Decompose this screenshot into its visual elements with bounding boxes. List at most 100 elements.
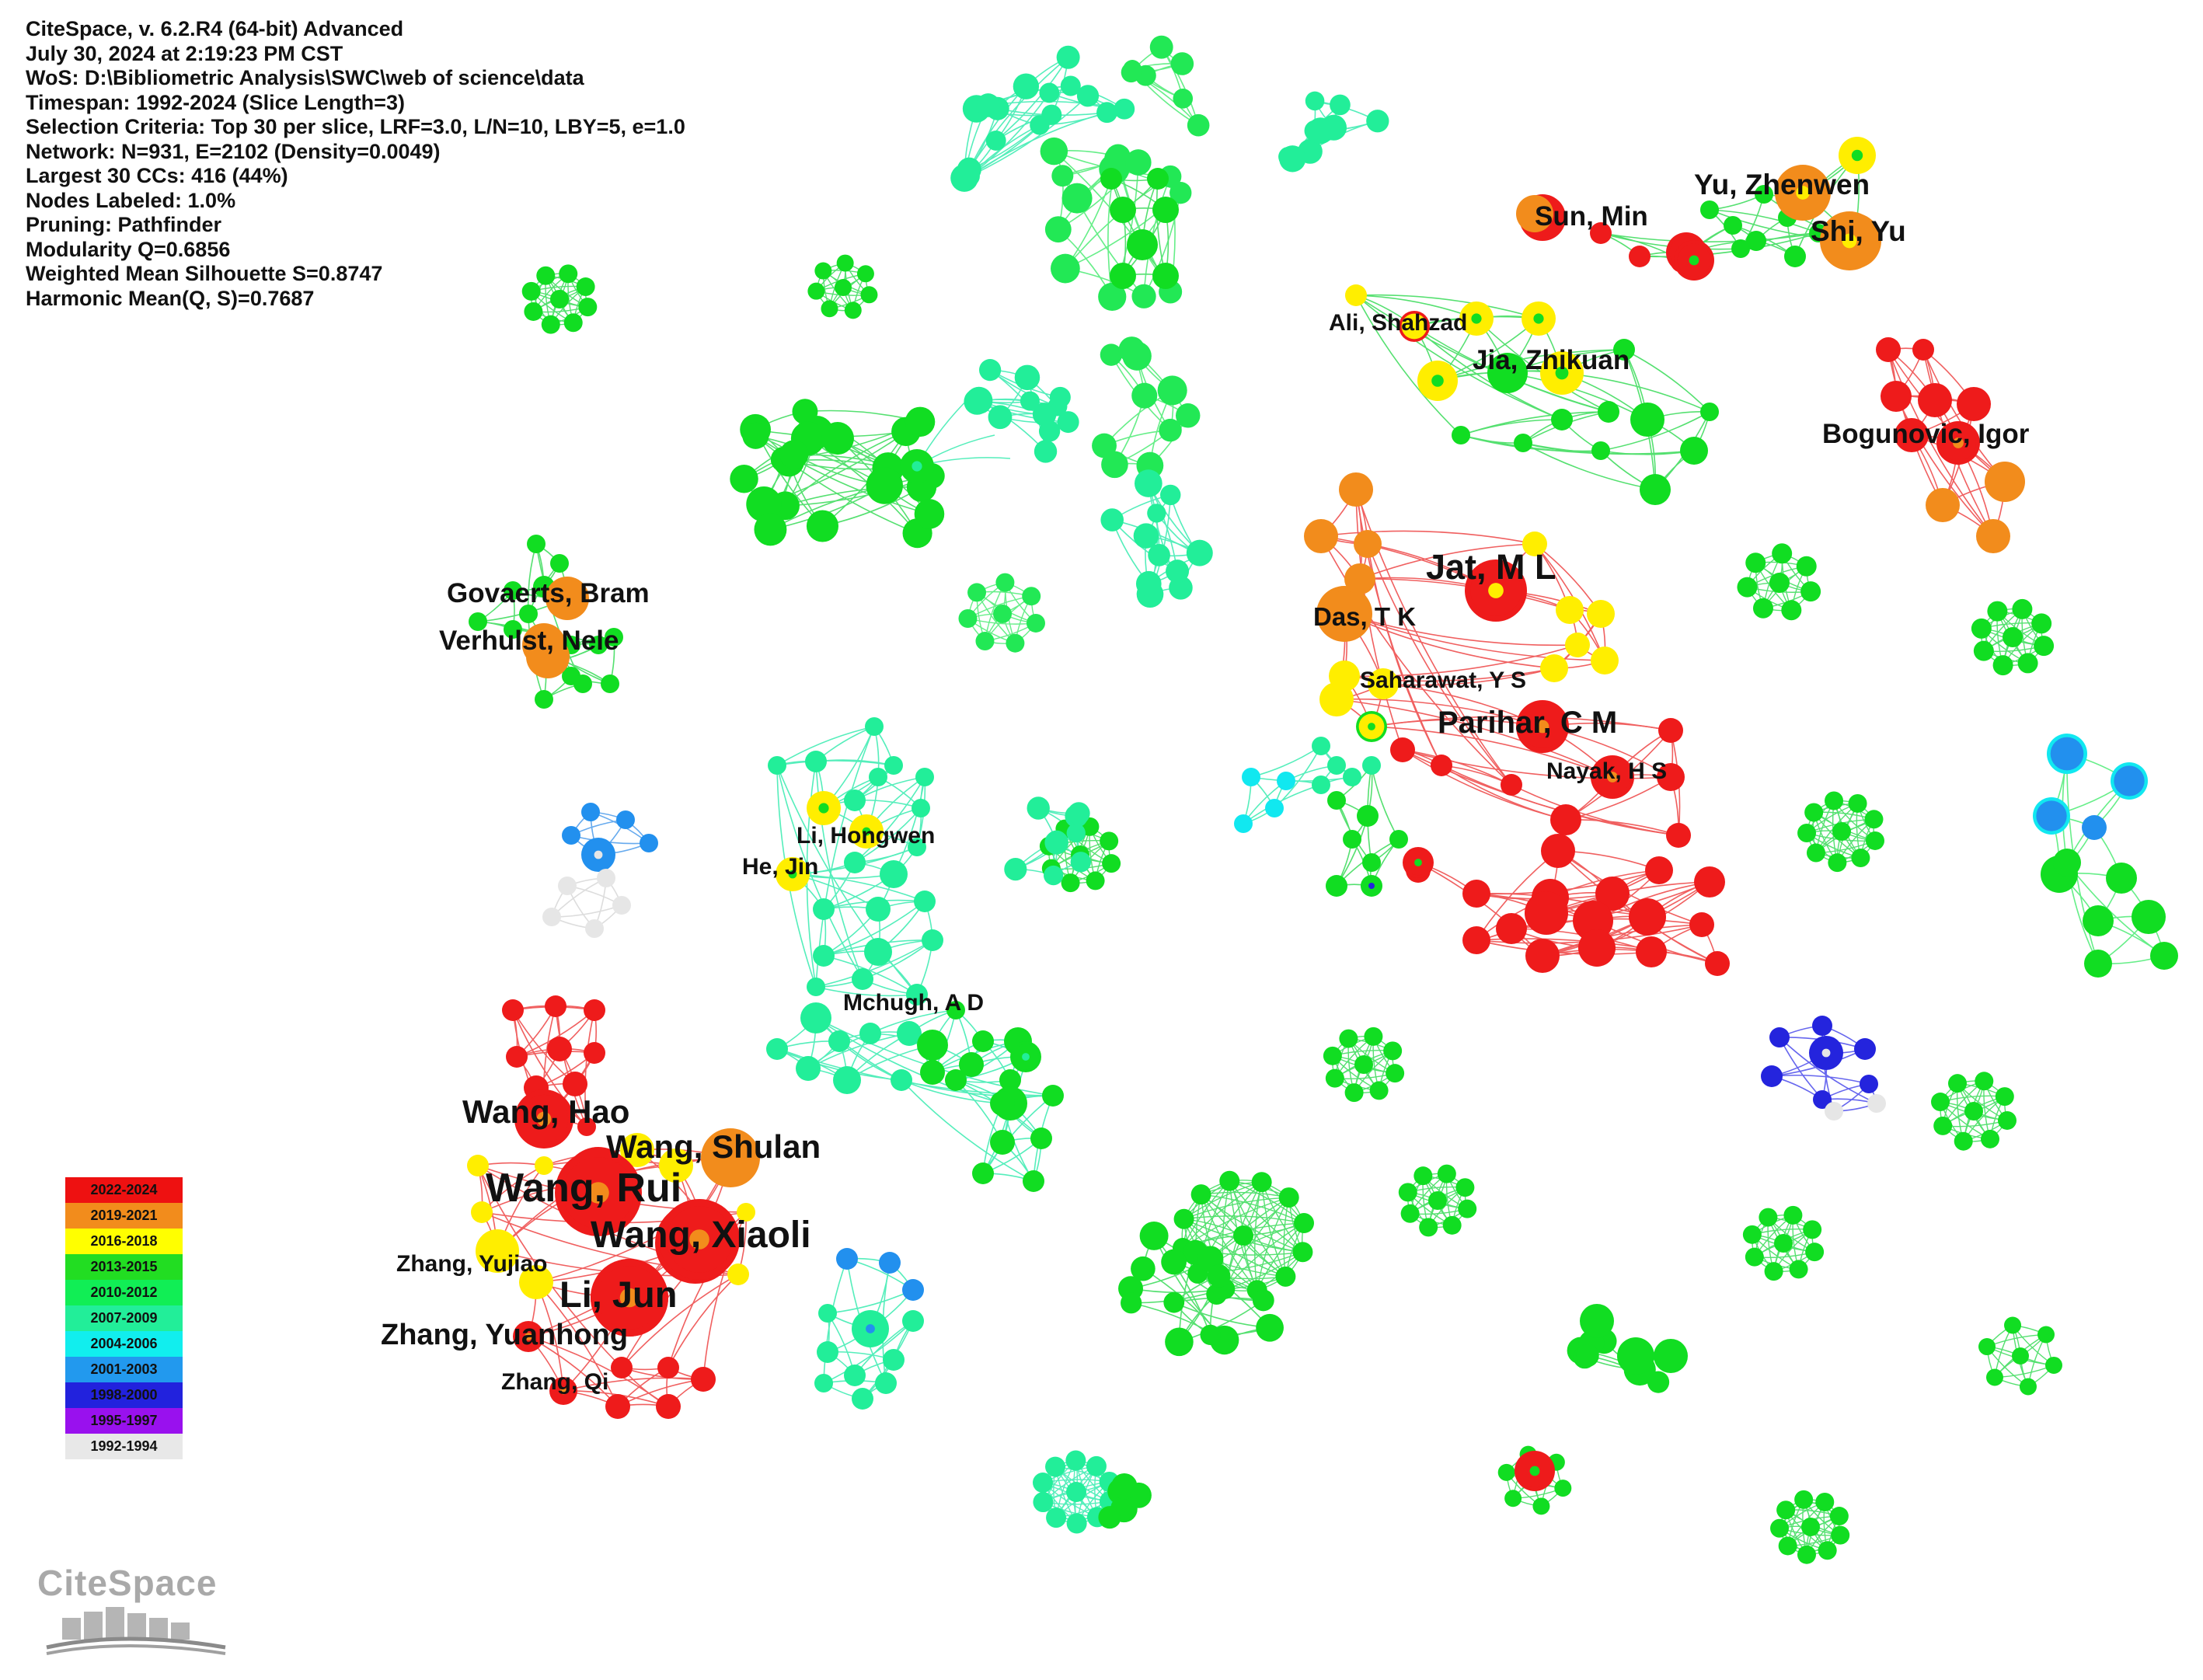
- network-node[interactable]: [1797, 823, 1817, 842]
- network-node[interactable]: [1640, 474, 1671, 505]
- network-node[interactable]: [1111, 1473, 1138, 1500]
- network-node[interactable]: [562, 826, 580, 845]
- network-node[interactable]: [1400, 1204, 1420, 1223]
- network-node[interactable]: [1368, 668, 1399, 699]
- network-node[interactable]: [1613, 339, 1635, 361]
- network-node[interactable]: [1931, 1093, 1950, 1112]
- network-node[interactable]: [1357, 805, 1379, 827]
- network-node[interactable]: [1776, 1500, 1796, 1520]
- network-node[interactable]: [1504, 1490, 1522, 1507]
- network-node[interactable]: [524, 301, 543, 321]
- network-node[interactable]: [1769, 1027, 1790, 1047]
- network-node[interactable]: [545, 995, 566, 1017]
- network-node[interactable]: [915, 768, 934, 786]
- network-node[interactable]: [1778, 1536, 1797, 1556]
- network-node[interactable]: [1784, 246, 1806, 267]
- network-node[interactable]: [1292, 1242, 1313, 1263]
- network-node[interactable]: [1825, 791, 1844, 810]
- network-node[interactable]: [1700, 200, 1719, 219]
- author-label[interactable]: Wang, Shulan: [606, 1128, 821, 1165]
- network-node[interactable]: [1654, 1339, 1688, 1373]
- network-node[interactable]: [2012, 1347, 2029, 1365]
- network-node[interactable]: [1462, 926, 1490, 954]
- network-node[interactable]: [914, 499, 945, 529]
- network-node[interactable]: [1591, 441, 1610, 460]
- network-node[interactable]: [1049, 386, 1071, 408]
- network-node[interactable]: [1831, 1525, 1850, 1545]
- network-node[interactable]: [1848, 793, 1867, 813]
- network-node[interactable]: [620, 1133, 654, 1167]
- network-node[interactable]: [884, 756, 903, 775]
- network-node[interactable]: [1948, 1074, 1968, 1093]
- network-node[interactable]: [585, 919, 604, 938]
- network-node[interactable]: [1926, 488, 1960, 522]
- network-node[interactable]: [1658, 718, 1683, 743]
- network-node[interactable]: [880, 860, 908, 888]
- network-node[interactable]: [1065, 1450, 1086, 1471]
- network-node[interactable]: [1978, 1338, 1996, 1356]
- network-node[interactable]: [1828, 853, 1847, 873]
- network-node[interactable]: [547, 1037, 572, 1061]
- author-label[interactable]: Zhang, Qi: [501, 1369, 608, 1395]
- network-node[interactable]: [1118, 336, 1145, 363]
- network-node[interactable]: [1327, 756, 1346, 775]
- network-node[interactable]: [1066, 1513, 1087, 1534]
- network-node[interactable]: [1590, 222, 1612, 244]
- network-node[interactable]: [1764, 1262, 1783, 1281]
- network-node[interactable]: [519, 1265, 553, 1299]
- network-node[interactable]: [1256, 1313, 1284, 1342]
- network-node[interactable]: [1139, 1221, 1169, 1250]
- network-node[interactable]: [1070, 852, 1092, 873]
- network-node[interactable]: [1587, 600, 1615, 628]
- network-node[interactable]: [577, 1117, 596, 1136]
- network-node[interactable]: [1343, 768, 1361, 786]
- network-node[interactable]: [1219, 1170, 1240, 1191]
- network-node[interactable]: [1805, 1243, 1825, 1262]
- network-node[interactable]: [1169, 182, 1192, 204]
- network-node[interactable]: [467, 1155, 489, 1176]
- network-node[interactable]: [965, 386, 993, 414]
- author-label[interactable]: Jat, M L: [1426, 547, 1556, 587]
- network-node[interactable]: [844, 301, 862, 319]
- network-node[interactable]: [1294, 1213, 1315, 1234]
- network-node[interactable]: [605, 1394, 630, 1419]
- network-node[interactable]: [945, 1069, 967, 1091]
- network-node[interactable]: [865, 717, 884, 736]
- network-node[interactable]: [1689, 912, 1714, 937]
- network-node[interactable]: [1366, 110, 1389, 133]
- network-node[interactable]: [814, 1374, 833, 1392]
- network-node[interactable]: [1076, 85, 1100, 107]
- network-node[interactable]: [1098, 282, 1127, 312]
- author-label[interactable]: He, Jin: [742, 854, 818, 880]
- network-node[interactable]: [1794, 1490, 1814, 1509]
- network-node[interactable]: [1737, 577, 1758, 598]
- author-label[interactable]: Jia, Zhikuan: [1473, 345, 1630, 375]
- network-node[interactable]: [2132, 900, 2166, 934]
- network-node[interactable]: [2004, 1316, 2022, 1334]
- network-node[interactable]: [1330, 94, 1351, 116]
- network-node[interactable]: [805, 751, 827, 772]
- network-node[interactable]: [611, 1357, 633, 1379]
- author-label[interactable]: Saharawat, Y S: [1360, 667, 1526, 693]
- network-node[interactable]: [1700, 403, 1719, 421]
- network-node[interactable]: [1173, 89, 1194, 109]
- network-node[interactable]: [1101, 451, 1128, 479]
- network-node[interactable]: [1576, 1344, 1599, 1368]
- network-node[interactable]: [1344, 1083, 1364, 1103]
- network-node[interactable]: [1086, 871, 1105, 891]
- network-node[interactable]: [897, 1021, 922, 1046]
- network-node[interactable]: [1339, 472, 1373, 507]
- network-node[interactable]: [1455, 1178, 1475, 1197]
- network-node[interactable]: [1354, 1055, 1373, 1074]
- network-node[interactable]: [1033, 1473, 1054, 1494]
- network-node[interactable]: [1595, 877, 1630, 911]
- network-node[interactable]: [864, 938, 892, 966]
- network-node[interactable]: [1045, 1456, 1066, 1477]
- network-node[interactable]: [972, 1030, 994, 1052]
- author-label[interactable]: Wang, Hao: [462, 1093, 629, 1130]
- network-node[interactable]: [1343, 830, 1361, 849]
- network-node[interactable]: [1522, 532, 1547, 556]
- network-node[interactable]: [912, 799, 930, 817]
- network-node[interactable]: [1761, 1065, 1783, 1087]
- network-node[interactable]: [536, 266, 556, 285]
